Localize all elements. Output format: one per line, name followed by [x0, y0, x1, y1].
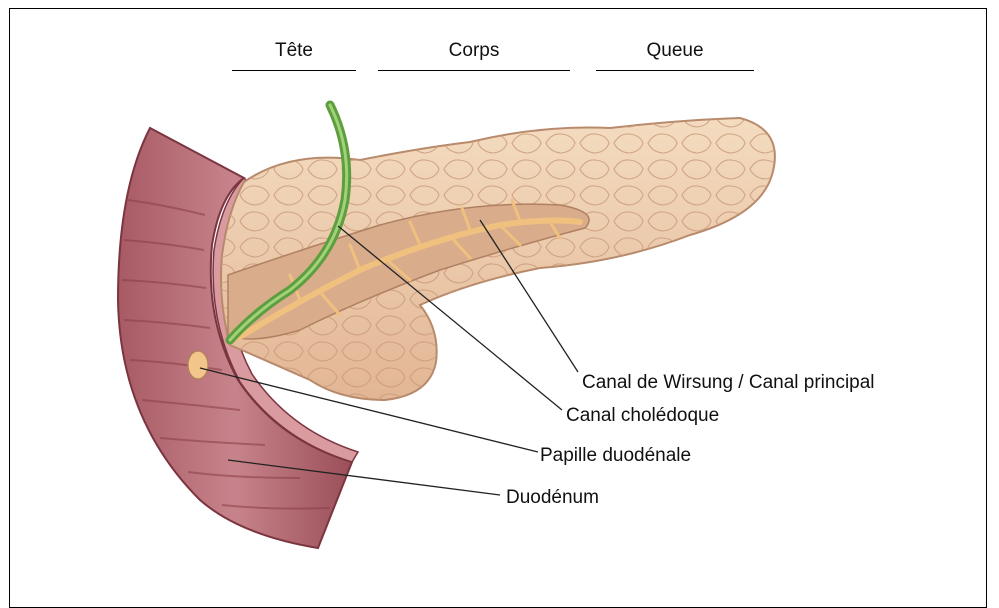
label-wirsung: Canal de Wirsung / Canal principal: [582, 372, 875, 394]
label-choledoque: Canal cholédoque: [566, 405, 719, 427]
papilla: [188, 351, 208, 379]
label-duodenum: Duodénum: [506, 487, 599, 509]
label-papille: Papille duodénale: [540, 445, 691, 467]
pancreas-illustration: [0, 0, 999, 595]
